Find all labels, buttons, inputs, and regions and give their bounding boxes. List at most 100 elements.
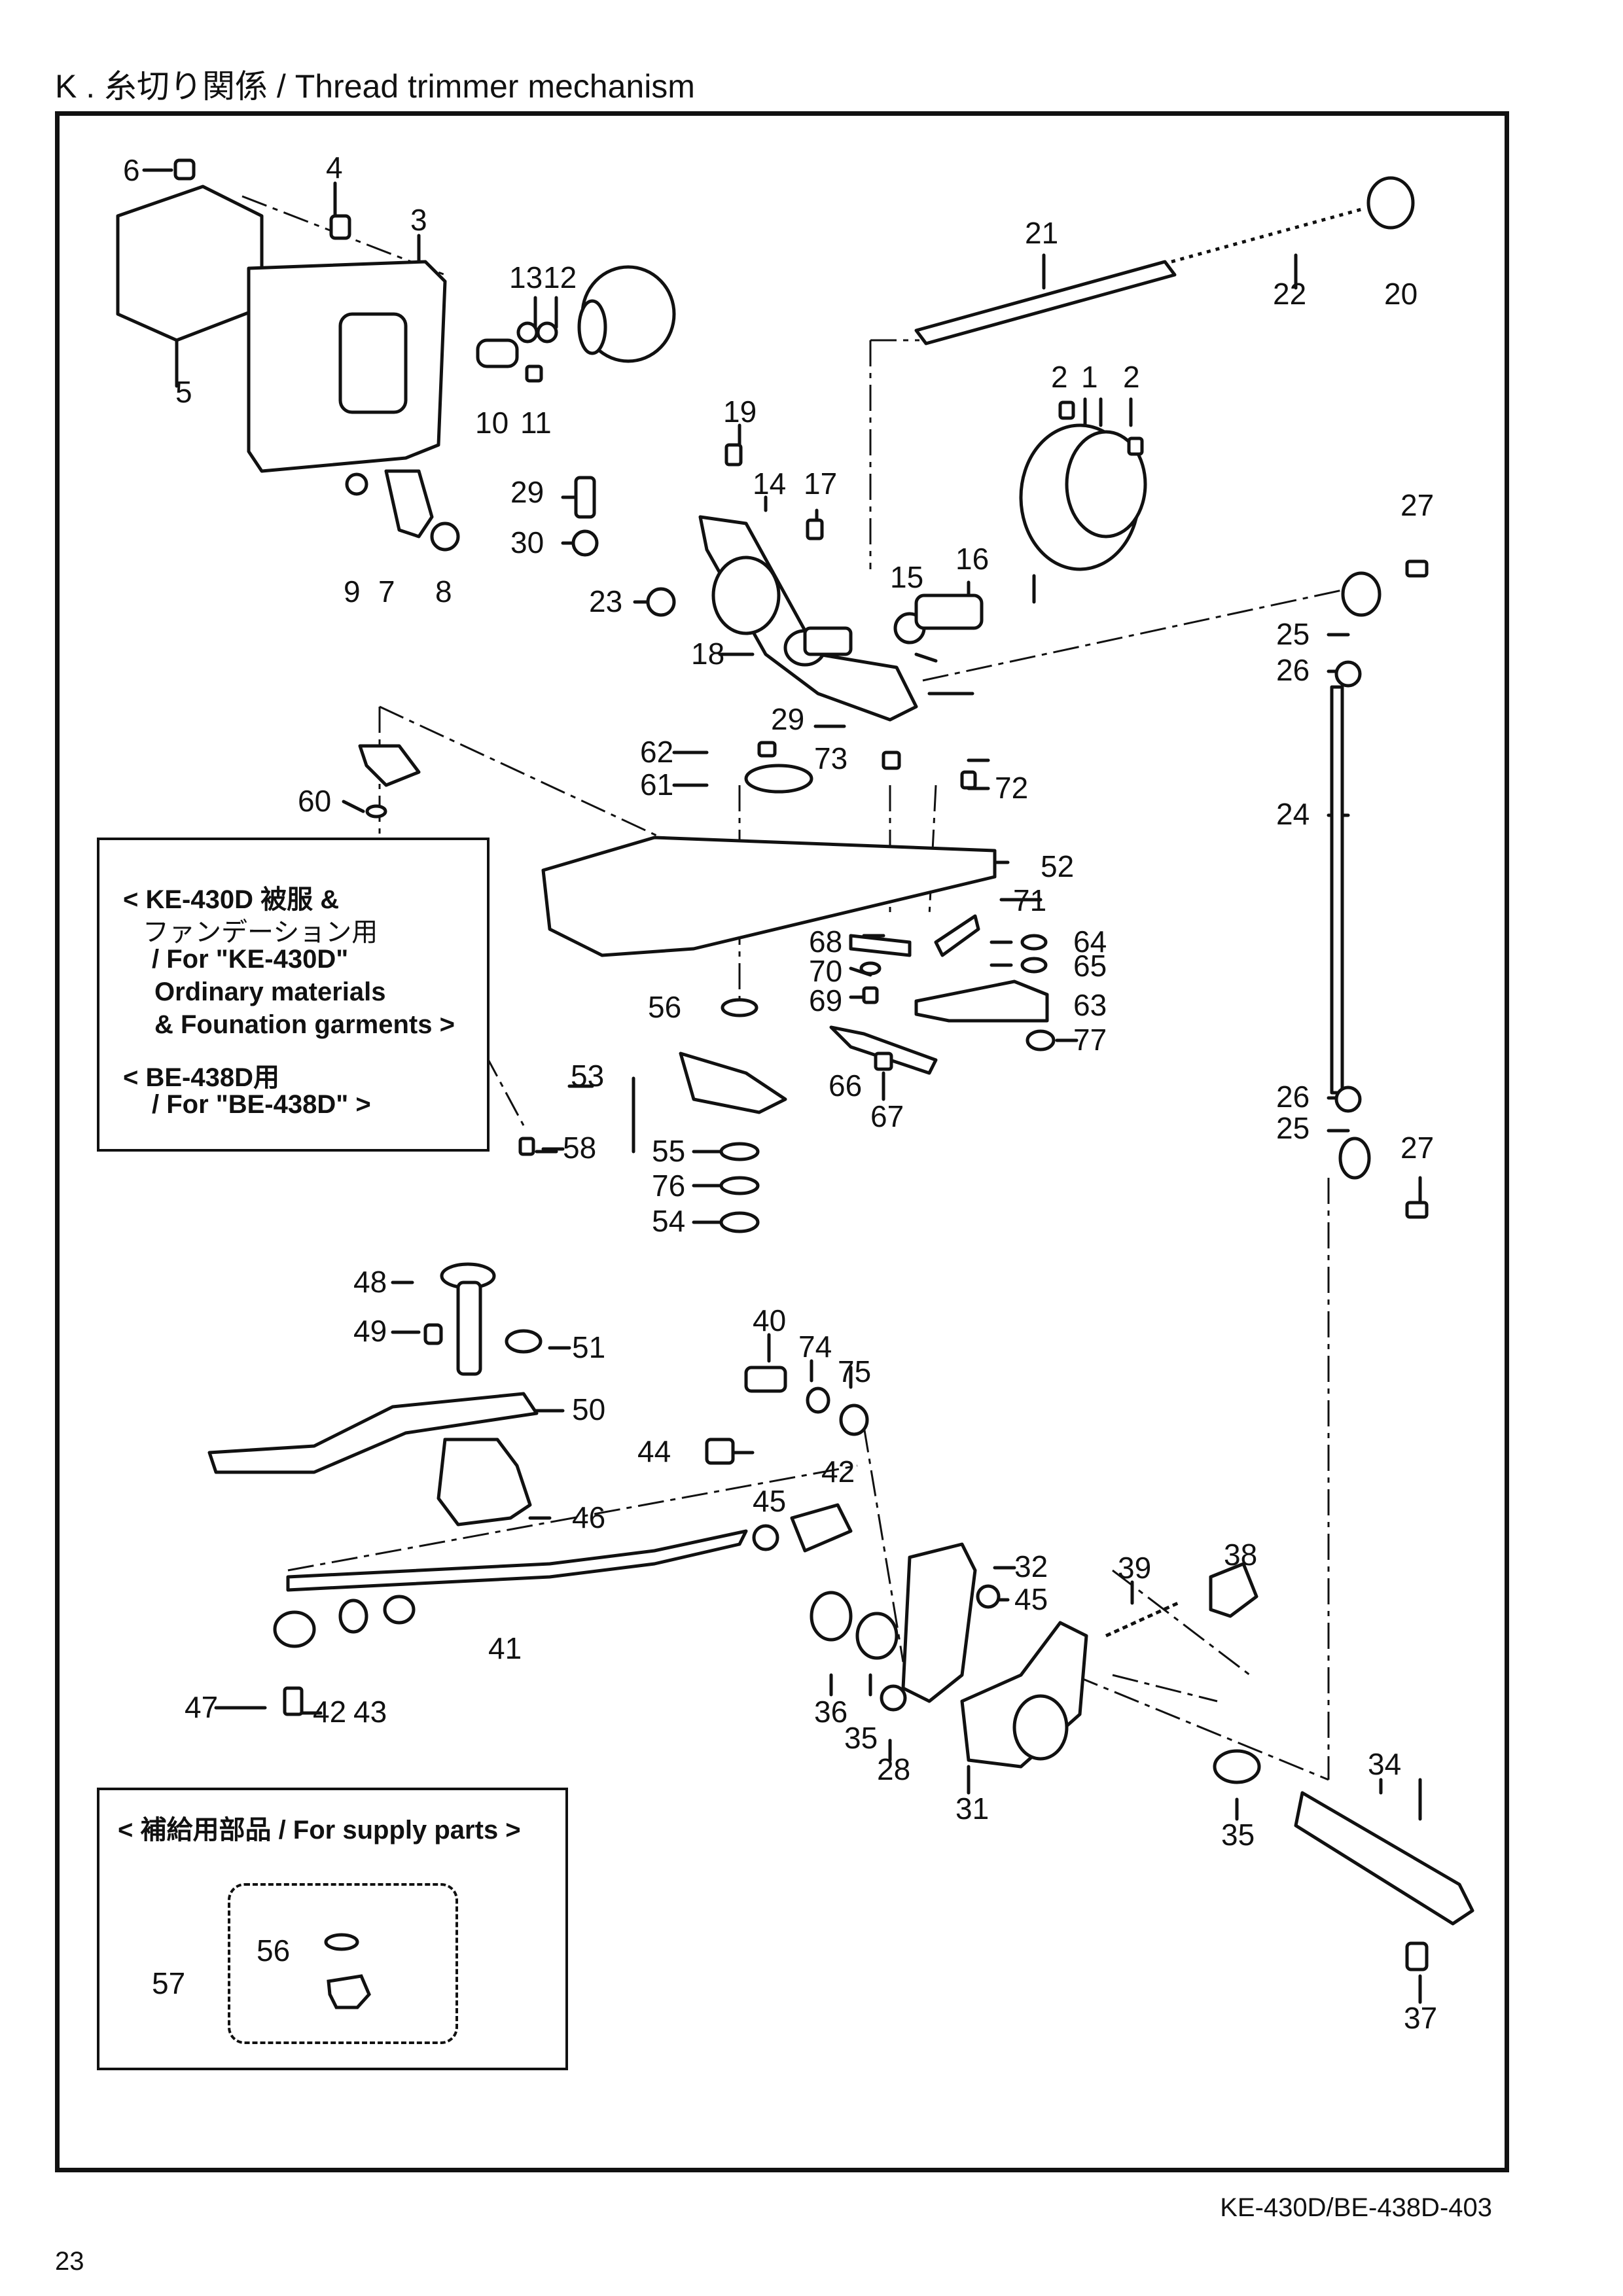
supply-group-outline [228,1883,458,2044]
part-label: 43 [353,1695,387,1729]
part-label: 74 [798,1330,832,1364]
part-label: 19 [723,395,757,429]
note-line: < BE-438D用 [123,1063,279,1092]
part-label: 52 [1041,849,1074,883]
part-label: 21 [1025,216,1058,250]
part-label: 9 [344,574,361,609]
part-label: 35 [1221,1818,1255,1852]
part-label: 45 [1014,1582,1048,1616]
part-label: 45 [753,1484,786,1518]
supply-heading: < 補給用部品 / For supply parts > [118,1816,521,1845]
part-label: 28 [877,1752,910,1786]
part-label: 31 [955,1792,989,1826]
part-label: 65 [1073,949,1107,983]
part-label: 17 [804,467,837,501]
part-label: 48 [353,1265,387,1299]
model-note-box: < KE-430D 被服 & ファンデーション用 / For "KE-430D"… [97,838,490,1152]
part-label: 20 [1384,277,1418,311]
part-label: 18 [691,637,724,671]
part-label: 47 [185,1690,218,1724]
part-label: 61 [640,768,673,802]
part-label: 10 [475,406,508,440]
note-line: ファンデーション用 [143,918,378,947]
part-label: 53 [571,1059,604,1093]
part-label: 34 [1368,1747,1401,1781]
supply-label: 57 [152,1966,186,2000]
part-label: 27 [1400,488,1434,522]
part-label: 6 [123,153,140,187]
part-label: 49 [353,1314,387,1348]
supply-parts-box: < 補給用部品 / For supply parts > 56 57 [97,1788,568,2070]
part-label: 5 [175,375,192,409]
part-label: 66 [829,1069,862,1103]
part-label: 29 [510,475,544,509]
part-label: 75 [838,1354,871,1388]
part-label: 51 [572,1330,605,1364]
part-label: 13 [509,260,543,294]
part-label: 60 [298,784,331,818]
part-label: 37 [1404,2001,1437,2035]
diagram-frame [55,111,1509,2172]
part-label: 27 [1400,1131,1434,1165]
part-label: 41 [488,1631,522,1665]
part-label: 38 [1224,1538,1257,1572]
part-label: 77 [1073,1023,1107,1057]
part-label: 1 [1081,360,1098,394]
part-label: 44 [637,1434,671,1468]
part-label: 42 [313,1695,346,1729]
part-label: 16 [955,542,989,576]
part-label: 54 [652,1204,685,1238]
part-label: 11 [520,406,552,440]
part-label: 64 [1073,925,1107,959]
part-label: 24 [1276,797,1310,831]
part-label: 25 [1276,1111,1310,1145]
part-label: 68 [809,925,842,959]
part-label: 26 [1276,653,1310,687]
note-line: & Founation garments > [154,1010,455,1039]
part-label: 15 [890,560,923,594]
note-line: < KE-430D 被服 & [123,885,340,914]
part-label: 70 [809,954,842,988]
part-label: 76 [652,1169,685,1203]
part-label: 72 [995,771,1028,805]
supply-parts-icon [324,1933,371,2009]
note-line: / For "BE-438D" > [152,1090,371,1119]
part-label: 14 [753,467,786,501]
part-label: 29 [771,702,804,736]
part-label: 73 [814,741,847,775]
page-title: K . 糸切り関係 / Thread trimmer mechanism [55,68,695,105]
part-label: 26 [1276,1080,1310,1114]
document-code: KE-430D/BE-438D-403 [1220,2193,1492,2222]
part-label: 63 [1073,988,1107,1022]
part-label: 36 [814,1695,847,1729]
supply-label: 56 [257,1934,291,1968]
part-label: 3 [410,203,427,237]
part-label: 69 [809,983,842,1017]
part-label: 50 [572,1392,605,1426]
note-line: / For "KE-430D" [152,945,349,974]
part-label: 55 [652,1134,685,1168]
part-label: 12 [543,260,577,294]
part-label: 30 [510,525,544,559]
part-label: 2 [1123,360,1140,394]
part-label: 23 [589,584,622,618]
part-label: 58 [563,1131,596,1165]
part-label: 40 [753,1303,786,1337]
note-line: Ordinary materials [154,978,386,1006]
part-label: 8 [435,574,452,609]
page-number: 23 [55,2247,84,2276]
part-label: 42 [821,1455,855,1489]
part-label: 46 [572,1500,605,1534]
part-label: 7 [378,574,395,609]
part-label: 56 [648,990,681,1024]
part-labels: 6 4 3 5 13 12 10 11 29 30 9 7 8 19 14 17… [123,150,1437,2035]
part-label: 32 [1014,1549,1048,1583]
part-label: 67 [870,1099,904,1133]
part-label: 2 [1051,360,1068,394]
part-label: 39 [1118,1551,1151,1585]
part-label: 4 [326,150,343,185]
part-label: 25 [1276,617,1310,651]
part-label: 22 [1273,277,1306,311]
part-label: 35 [844,1721,878,1755]
